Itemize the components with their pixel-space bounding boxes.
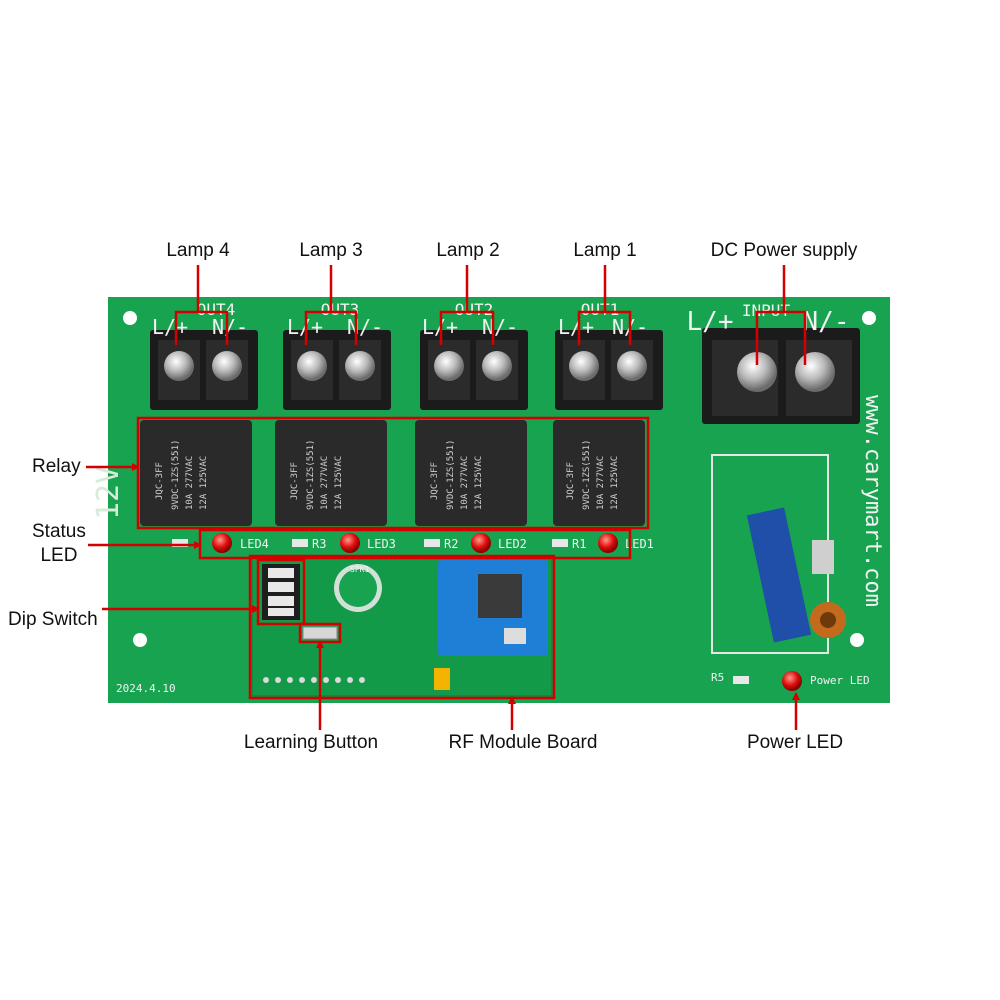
silk-led4: LED4 xyxy=(240,537,269,551)
silk-website: www.carymart.com xyxy=(860,395,885,607)
resistor-r2 xyxy=(424,539,440,547)
label-lamp4: Lamp 4 xyxy=(166,240,230,261)
label-status-led: Status LED xyxy=(32,520,86,568)
status-led-2 xyxy=(471,533,491,553)
terminal-block-out2 xyxy=(420,330,528,410)
silk-r2: R2 xyxy=(444,537,458,551)
terminal-block-out1 xyxy=(555,330,663,410)
silk-led1: LED1 xyxy=(625,537,654,551)
svg-text:10A 277VAC: 10A 277VAC xyxy=(596,456,606,510)
mount-hole xyxy=(862,311,876,325)
power-led-component xyxy=(782,671,802,691)
status-led-1 xyxy=(598,533,618,553)
svg-text:JQC-3FF: JQC-3FF xyxy=(430,462,440,500)
svg-text:9VDC-1ZS(551): 9VDC-1ZS(551) xyxy=(171,440,181,510)
dip-switch xyxy=(262,564,300,620)
dip-switch-highlight-box xyxy=(256,558,306,626)
svg-text:9VDC-1ZS(551): 9VDC-1ZS(551) xyxy=(446,440,456,510)
relay-marking-1: JQC-3FF 9VDC-1ZS(551) 10A 277VAC 12A 125… xyxy=(566,440,620,510)
silk-out4: OUT4 xyxy=(197,300,236,319)
capacitor xyxy=(434,668,450,690)
resistor-r3 xyxy=(292,539,308,547)
label-status-led-line1: Status xyxy=(32,521,86,542)
label-lamp1: Lamp 1 xyxy=(573,240,637,261)
svg-text:12A 125VAC: 12A 125VAC xyxy=(474,456,484,510)
label-power-led: Power LED xyxy=(746,732,844,753)
svg-text:9VDC-1ZS(551): 9VDC-1ZS(551) xyxy=(306,440,316,510)
relay-4 xyxy=(140,420,252,526)
terminal-block-input xyxy=(702,328,860,424)
silk-n-minus: N/- xyxy=(482,315,518,339)
svg-text:JQC-3FF: JQC-3FF xyxy=(566,462,576,500)
silk-n-minus: N/- xyxy=(212,315,248,339)
silk-l-plus: L/+ xyxy=(558,315,594,339)
label-dip-switch: Dip Switch xyxy=(8,609,98,630)
silk-r3: R3 xyxy=(312,537,326,551)
resistor-r4 xyxy=(172,539,188,547)
label-dc-power-supply: DC Power supply xyxy=(710,240,858,261)
silk-out1: OUT1 xyxy=(581,300,620,319)
label-learning-button: Learning Button xyxy=(243,732,379,753)
lamp1-bracket xyxy=(577,265,632,345)
lamp4-bracket xyxy=(174,265,229,345)
status-led-4 xyxy=(212,533,232,553)
silk-out2: OUT2 xyxy=(455,300,494,319)
pin-header-row xyxy=(263,677,365,683)
label-lamp3: Lamp 3 xyxy=(299,240,363,261)
relay-marking-4: JQC-3FF 9VDC-1ZS(551) 10A 277VAC 12A 125… xyxy=(155,440,209,510)
silk-led2: LED2 xyxy=(498,537,527,551)
label-status-led-line2: LED xyxy=(40,545,78,566)
silk-r5: R5 xyxy=(711,671,724,684)
relay-3 xyxy=(275,420,387,526)
relay-2 xyxy=(415,420,527,526)
silk-n-minus: N/- xyxy=(347,315,383,339)
svg-text:JQC-3FF: JQC-3FF xyxy=(290,462,300,500)
lamp3-bracket xyxy=(304,265,358,345)
mount-hole xyxy=(850,633,864,647)
rf-module-highlight-box xyxy=(248,554,556,700)
relay-1 xyxy=(553,420,645,526)
relay-marking-2: JQC-3FF 9VDC-1ZS(551) 10A 277VAC 12A 125… xyxy=(430,440,484,510)
silk-power-led: Power LED xyxy=(810,674,870,687)
svg-text:10A 277VAC: 10A 277VAC xyxy=(460,456,470,510)
silk-l-plus: L/+ xyxy=(152,315,188,339)
svg-text:10A 277VAC: 10A 277VAC xyxy=(320,456,330,510)
dc-power-bracket xyxy=(755,265,807,365)
label-relay: Relay xyxy=(32,456,81,477)
svg-text:10A 277VAC: 10A 277VAC xyxy=(185,456,195,510)
terminal-block-out3 xyxy=(283,330,391,410)
label-lamp2: Lamp 2 xyxy=(436,240,500,261)
label-rf-module-board: RF Module Board xyxy=(448,732,598,753)
silk-led3: LED3 xyxy=(367,537,396,551)
svg-text:9VDC-1ZS(551): 9VDC-1ZS(551) xyxy=(582,440,592,510)
silk-spk1: SPK1 xyxy=(350,565,369,574)
resistor-r1 xyxy=(552,539,568,547)
silk-r1: R1 xyxy=(572,537,586,551)
learning-button xyxy=(302,626,338,640)
terminal-block-out4 xyxy=(150,330,258,410)
svg-text:JQC-3FF: JQC-3FF xyxy=(155,462,165,500)
svg-text:12A 125VAC: 12A 125VAC xyxy=(610,456,620,510)
mount-hole xyxy=(123,311,137,325)
svg-text:12A 125VAC: 12A 125VAC xyxy=(199,456,209,510)
callout-annotations xyxy=(86,265,807,730)
status-led-3 xyxy=(340,533,360,553)
svg-text:12A 125VAC: 12A 125VAC xyxy=(334,456,344,510)
resistor-r5 xyxy=(733,676,749,684)
silk-voltage-mark: 12V xyxy=(91,466,126,520)
mount-hole xyxy=(133,633,147,647)
silk-date: 2024.4.10 xyxy=(116,682,176,695)
buck-converter xyxy=(746,507,846,643)
silk-l-plus: L/+ xyxy=(687,307,734,337)
rf-module xyxy=(438,560,548,656)
lamp2-bracket xyxy=(439,265,495,345)
relay-highlight-box xyxy=(136,416,650,530)
relay-marking-3: JQC-3FF 9VDC-1ZS(551) 10A 277VAC 12A 125… xyxy=(290,440,344,510)
silk-input: INPUT xyxy=(742,301,791,320)
silk-n-minus: N/- xyxy=(803,307,850,337)
